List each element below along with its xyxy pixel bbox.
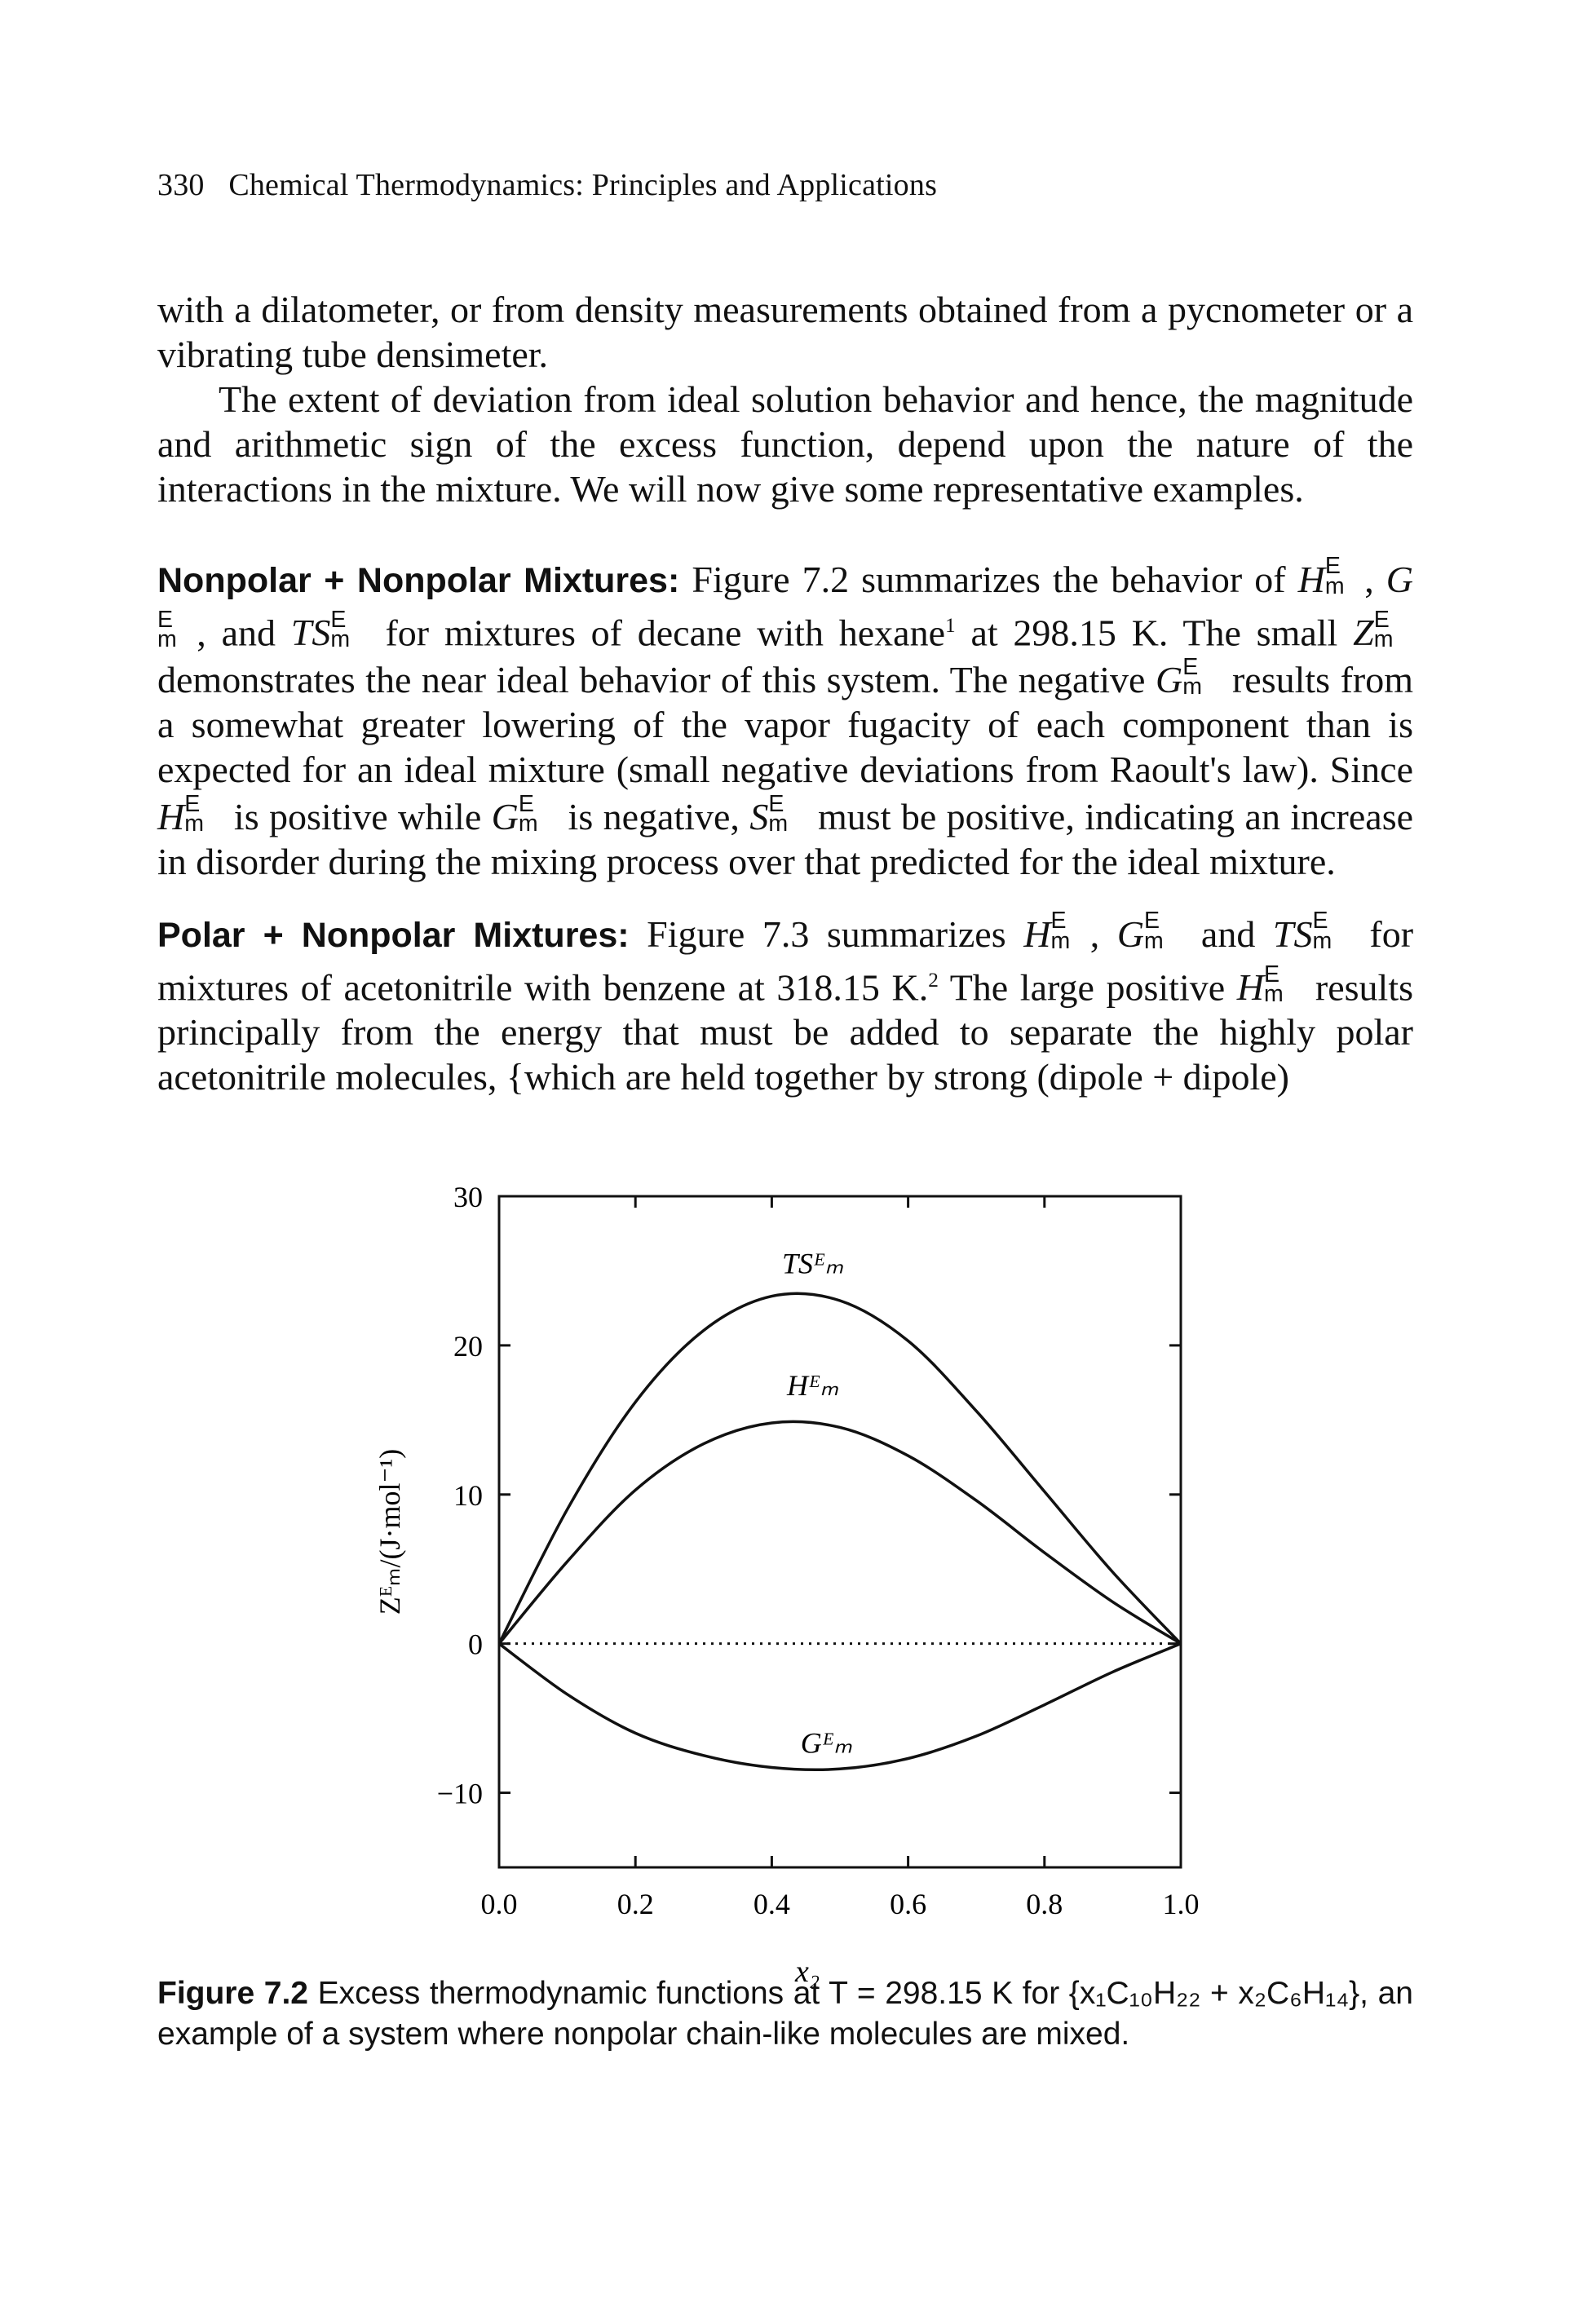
series-label: Gᴱₘ <box>801 1726 853 1759</box>
plot-frame <box>497 1195 1182 1869</box>
text-run: is negative, <box>568 796 740 838</box>
x-tick-label: 0.4 <box>754 1888 790 1920</box>
y-tick-label: 20 <box>453 1330 483 1363</box>
running-title: Chemical Thermodynamics: Principles and … <box>228 168 938 202</box>
text-run: results principally from the energy that… <box>157 966 1414 1098</box>
text-run: must be positive, indicating an increase… <box>157 796 1414 883</box>
y-tick-label: 0 <box>468 1628 483 1661</box>
text-run: is positive while <box>233 796 482 838</box>
y-tick-label: 10 <box>453 1479 483 1512</box>
x-tick-label: 0.2 <box>617 1888 654 1920</box>
paragraph-1: with a dilatometer, or from density meas… <box>157 289 1413 375</box>
text-run: , and <box>197 612 276 654</box>
figure-caption: Figure 7.2 Excess thermodynamic function… <box>157 1973 1413 2055</box>
paragraph-2: The extent of deviation from ideal solut… <box>157 378 1413 510</box>
series-label: TSᴱₘ <box>782 1248 844 1280</box>
series-line-0 <box>497 1292 1182 1645</box>
y-tick-label: 30 <box>453 1181 483 1213</box>
x-tick-label: 0.0 <box>481 1888 518 1920</box>
text-run: The large positive <box>949 966 1226 1009</box>
y-tick-label: −10 <box>437 1778 483 1810</box>
paragraph-polar: Polar + Nonpolar Mixtures: Figure 7.3 su… <box>157 908 1414 1098</box>
text-run: Figure 7.3 summarizes <box>647 913 1006 955</box>
x-tick-label: 1.0 <box>1163 1888 1200 1920</box>
y-axis-label: Zᴱₘ/(J·mol⁻¹) <box>373 1449 406 1615</box>
text-run: demonstrates the near ideal behavior of … <box>157 659 1146 701</box>
running-header: 330 Chemical Thermodynamics: Principles … <box>157 167 937 203</box>
series-label: Hᴱₘ <box>786 1369 839 1402</box>
section-lead-nonpolar: Nonpolar + Nonpolar Mixtures: <box>157 561 680 600</box>
text-run: results from a somewhat greater lowering… <box>157 659 1413 791</box>
footnote-ref: 2 <box>928 969 939 992</box>
text-run: Figure 7.2 summarizes the behavior of <box>692 559 1286 600</box>
text-run: for mixtures of acetonitrile with benzen… <box>157 913 1414 1009</box>
section-lead-polar: Polar + Nonpolar Mixtures: <box>157 916 630 955</box>
x-tick-label: 0.6 <box>890 1888 926 1920</box>
footnote-ref: 1 <box>945 614 956 637</box>
series-line-2 <box>497 1642 1182 1771</box>
page-number: 330 <box>157 168 205 202</box>
x-axis-label: x₂ <box>794 1955 820 1989</box>
text-run: and <box>1200 913 1256 955</box>
text-run: for mixtures of decane with hexane <box>385 612 945 654</box>
caption-label: Figure 7.2 <box>157 1976 308 2011</box>
text-run: at 298.15 K. The small <box>970 612 1338 654</box>
caption-text: Excess thermodynamic functions at T = 29… <box>157 1976 1413 2052</box>
x-tick-label: 0.8 <box>1026 1888 1063 1920</box>
series-line-1 <box>497 1420 1182 1646</box>
paragraph-nonpolar: Nonpolar + Nonpolar Mixtures: Figure 7.2… <box>157 553 1414 883</box>
